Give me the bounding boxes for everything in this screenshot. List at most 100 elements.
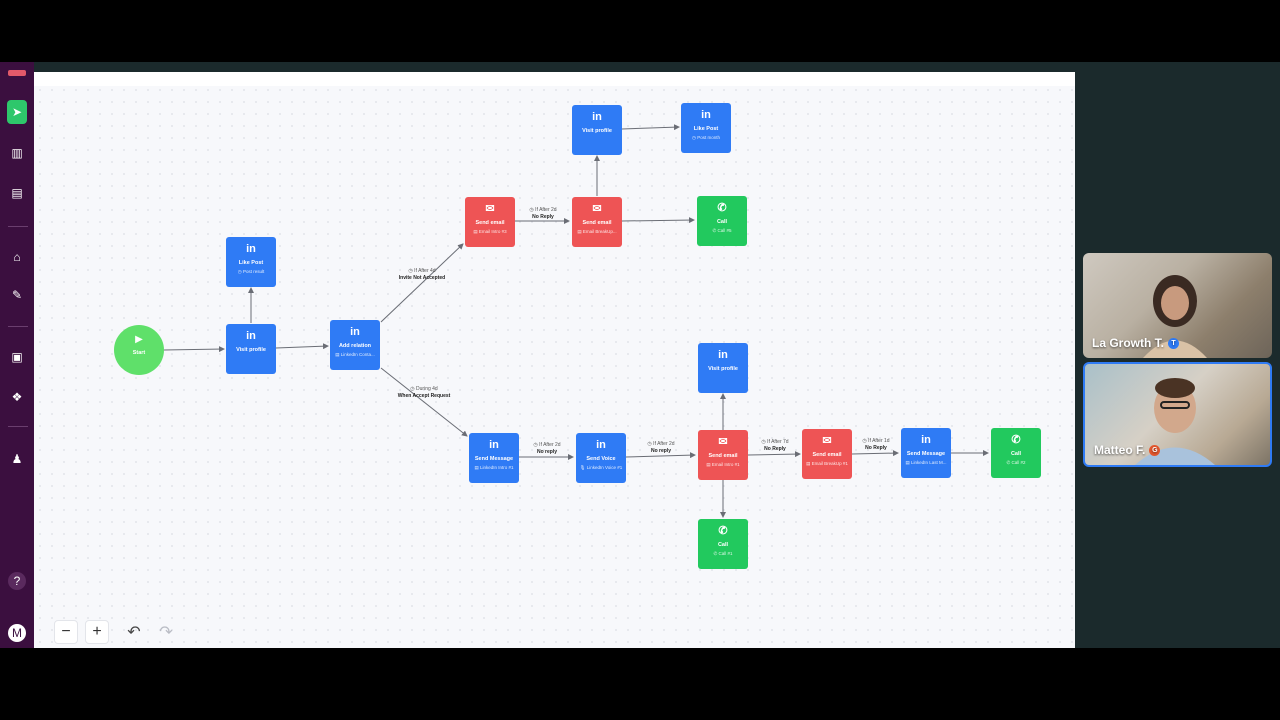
participant-video-2[interactable]: Matteo F. G (1083, 362, 1272, 467)
email-icon: ✉ (822, 435, 832, 447)
play-icon: ▶ (135, 334, 143, 345)
help-icon[interactable]: ? (8, 572, 26, 590)
step-call-2[interactable]: ✆ Call ✆ Call #2 (991, 428, 1041, 478)
participant-name: Matteo F. (1094, 443, 1146, 457)
sidebar-divider (8, 226, 28, 227)
start-label: Start (132, 350, 146, 356)
email-icon: ✉ (592, 203, 602, 215)
step-like-post-1[interactable]: in Like Post ◷ Post result (226, 237, 276, 287)
start-node[interactable]: ▶ Start (114, 325, 164, 375)
step-send-message-1[interactable]: in Send Message ▤ LinkedIn Intro #1 (469, 433, 519, 483)
app-sidebar: ➤ ▥ ▤ ⌂ ✎ ▣ ❖ ♟ ? M (0, 62, 34, 648)
linkedin-icon: in (596, 439, 606, 451)
edge-title: No reply (650, 448, 671, 454)
edge-label-no-reply-1: ◷ If After 2d No reply (533, 442, 560, 456)
edge-condition: ◷ If After 2d (529, 207, 557, 213)
step-subtitle: ▤ LinkedIn Last M... (905, 460, 947, 465)
edit-icon[interactable]: ✎ (11, 288, 23, 302)
participant-video-1[interactable]: La Growth T. T (1083, 253, 1272, 358)
step-title: Visit profile (582, 128, 612, 134)
edge-title: No Reply (865, 445, 887, 451)
step-visit-profile-1[interactable]: in Visit profile (226, 324, 276, 374)
step-subtitle: ▤ Email Intro #3 (473, 229, 507, 234)
step-visit-profile-3[interactable]: in Visit profile (698, 343, 748, 393)
step-call-5[interactable]: ✆ Call ✆ Call #5 (697, 196, 747, 246)
step-title: Call (1010, 451, 1022, 457)
linkedin-icon: in (246, 330, 256, 342)
email-icon: ✉ (485, 203, 495, 215)
participant-badge: T (1168, 337, 1179, 349)
window-controls-icon[interactable] (8, 70, 26, 76)
edge-condition: ◷ If After 1d (862, 438, 890, 444)
step-subtitle: ▤ LinkedIn Conta... (335, 352, 375, 357)
step-subtitle: ▤ Email BreakUp #1 (806, 461, 848, 466)
step-title: Send Message (906, 451, 946, 457)
participant-name-tag: Matteo F. G (1094, 443, 1161, 457)
notifications-icon[interactable]: ♟ (11, 452, 23, 466)
step-title: Call (716, 219, 728, 225)
step-send-email-1[interactable]: ✉ Send email ▤ Email Intro #3 (465, 197, 515, 247)
participant-face-image (1143, 275, 1207, 358)
edge-label-invite-not-accepted: ◷ If After 4d Invite Not Accepted (399, 268, 446, 282)
workflow-canvas[interactable] (34, 72, 1075, 648)
redo-button[interactable]: ↷ (159, 624, 173, 641)
linkedin-icon: in (246, 243, 256, 255)
inbox-icon[interactable]: ⌂ (13, 250, 21, 264)
participant-name-tag: La Growth T. T (1092, 336, 1179, 350)
step-title: Like Post (693, 126, 719, 132)
team-icon[interactable]: ❖ (11, 390, 23, 404)
step-send-voice[interactable]: in Send Voice 🎙 LinkedIn Voice #1 (576, 433, 626, 483)
edge-label-no-reply-4: ◷ If After 1d No Reply (862, 438, 889, 452)
avatar[interactable]: M (8, 624, 26, 642)
step-add-relation[interactable]: in Add relation ▤ LinkedIn Conta... (330, 320, 380, 370)
step-subtitle: 🎙 LinkedIn Voice #1 (579, 465, 623, 470)
edge-title: When Accept Request (397, 393, 451, 399)
step-like-post-2[interactable]: in Like Post ◷ Post month (681, 103, 731, 153)
edge-title: No Reply (532, 214, 554, 220)
contacts-icon[interactable]: ▤ (11, 186, 23, 200)
edge-title: No Reply (764, 446, 786, 452)
linkedin-icon: in (921, 434, 931, 446)
zoom-in-button[interactable]: + (85, 620, 109, 644)
linkedin-icon: in (718, 349, 728, 361)
step-send-message-2[interactable]: in Send Message ▤ LinkedIn Last M... (901, 428, 951, 478)
participant-face-image (1135, 378, 1215, 465)
tasks-icon[interactable]: ▣ (11, 350, 23, 364)
step-title: Send Voice (586, 456, 616, 462)
step-call-1[interactable]: ✆ Call ✆ Call #1 (698, 519, 748, 569)
step-title: Send email (475, 220, 505, 226)
sidebar-divider (8, 426, 28, 427)
zoom-out-button[interactable]: − (54, 620, 78, 644)
step-subtitle: ▤ LinkedIn Intro #1 (474, 465, 514, 470)
email-icon: ✉ (718, 436, 728, 448)
phone-icon: ✆ (717, 202, 727, 214)
step-subtitle: ▤ Email Intro #1 (706, 462, 740, 467)
undo-button[interactable]: ↶ (127, 624, 141, 641)
step-send-email-2[interactable]: ✉ Send email ▤ Email BreakUp... (572, 197, 622, 247)
linkedin-icon: in (489, 439, 499, 451)
canvas-top-bar (34, 72, 1075, 86)
step-title: Add relation (338, 343, 372, 349)
edge-condition: ◷ If After 2d (647, 441, 675, 447)
step-subtitle: ◷ Post month (692, 135, 720, 140)
step-subtitle: ✆ Call #5 (712, 228, 732, 233)
edge-label-no-reply-3: ◷ If After 7d No Reply (761, 439, 788, 453)
edge-condition: ◷ If After 4d (408, 268, 436, 274)
step-send-email-3[interactable]: ✉ Send email ▤ Email Intro #1 (698, 430, 748, 480)
step-visit-profile-2[interactable]: in Visit profile (572, 105, 622, 155)
step-subtitle: ✆ Call #2 (1006, 460, 1026, 465)
linkedin-icon: in (701, 109, 711, 121)
step-send-email-4[interactable]: ✉ Send email ▤ Email BreakUp #1 (802, 429, 852, 479)
step-title: Like Post (238, 260, 264, 266)
step-title: Send email (708, 453, 738, 459)
linkedin-icon: in (350, 326, 360, 338)
phone-icon: ✆ (718, 525, 728, 537)
linkedin-icon: in (592, 111, 602, 123)
building-icon[interactable]: ▥ (11, 146, 23, 160)
step-subtitle: ◷ Post result (237, 269, 265, 274)
phone-icon: ✆ (1011, 434, 1021, 446)
edge-condition: ◷ If After 2d (533, 442, 561, 448)
send-icon[interactable]: ➤ (7, 100, 27, 124)
participant-name: La Growth T. (1092, 336, 1164, 350)
step-title: Visit profile (708, 366, 738, 372)
